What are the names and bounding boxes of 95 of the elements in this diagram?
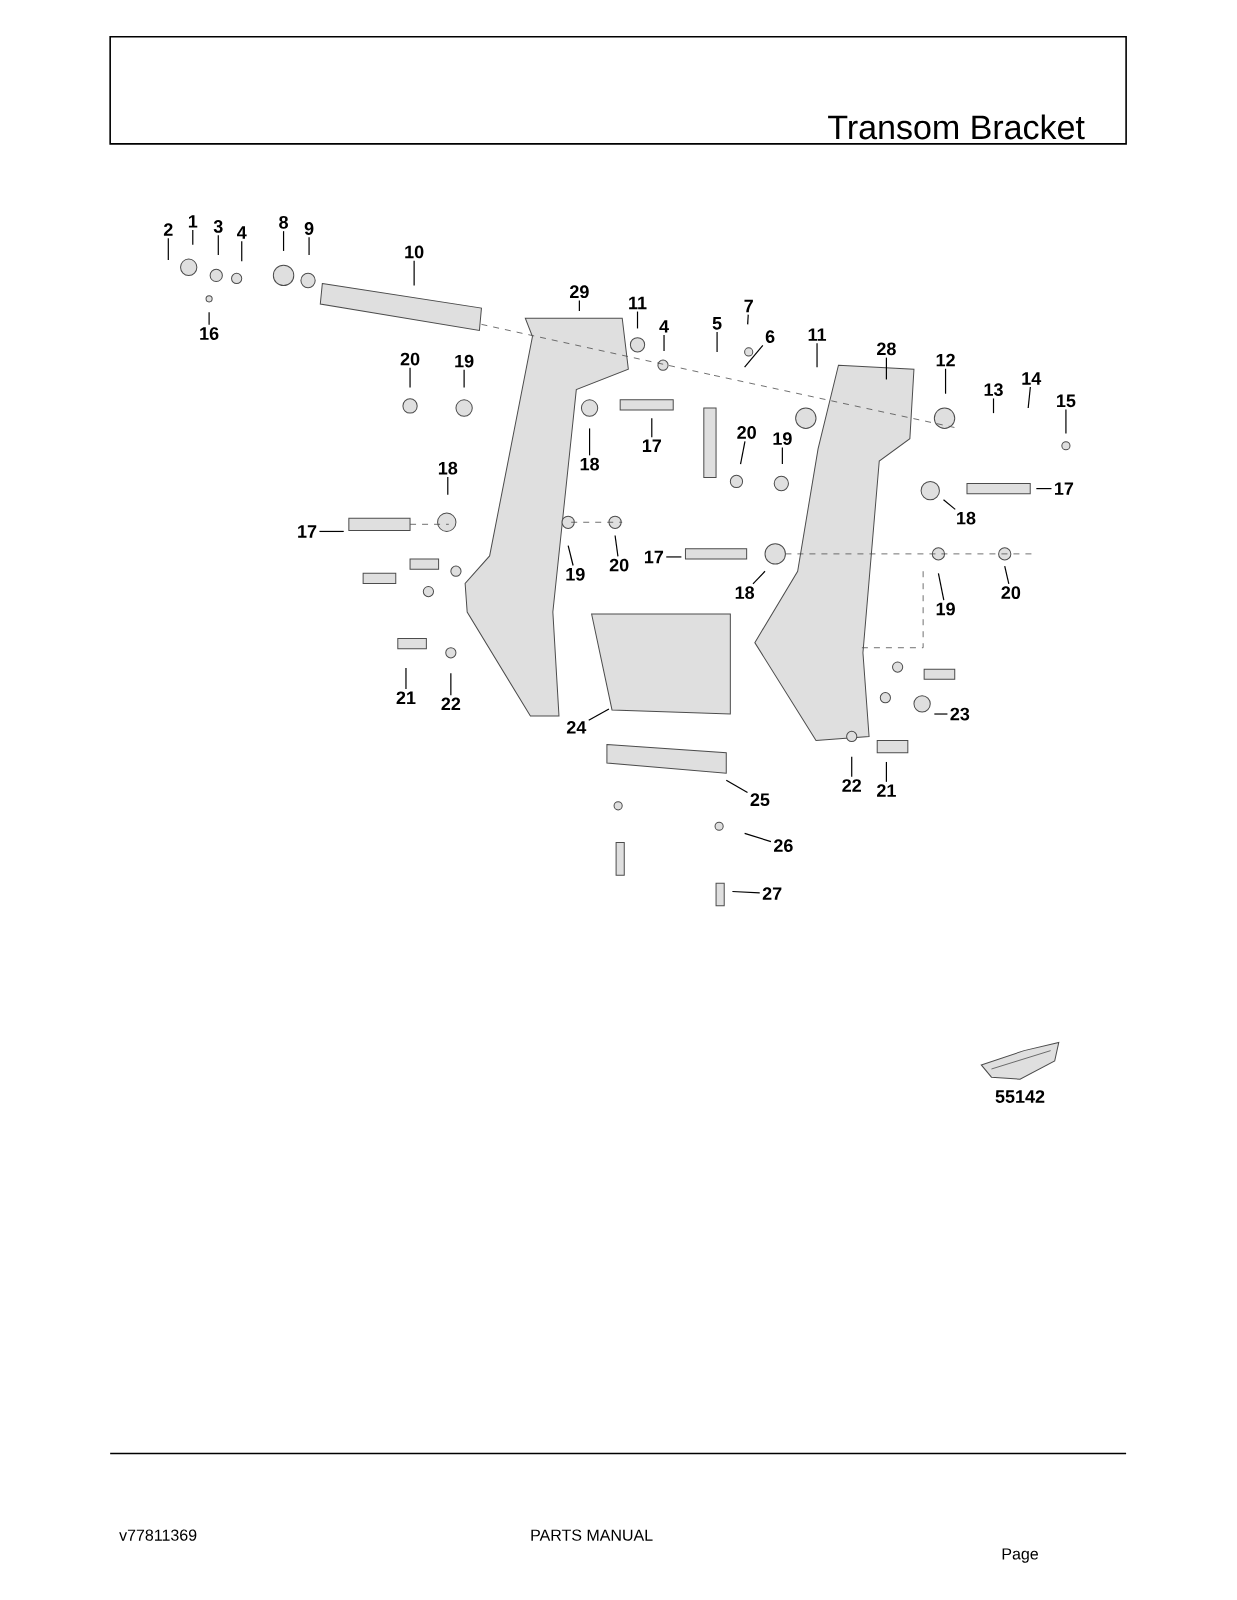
leader-line [992, 397, 995, 414]
callout-number: 20 [1001, 586, 1021, 599]
leader-line [447, 476, 449, 496]
leader-line [716, 331, 718, 353]
leader-line [589, 427, 591, 456]
callout-number: 22 [842, 779, 861, 792]
callout-number: 13 [984, 383, 1003, 397]
leader-line [1027, 386, 1031, 409]
callout-number: 7 [744, 299, 753, 313]
leader-line [208, 311, 210, 326]
leader-line [725, 779, 749, 794]
callout-number: 20 [737, 426, 756, 439]
leader-line [651, 417, 653, 438]
leader-line [933, 713, 949, 715]
leader-line [405, 667, 407, 690]
callout-number: 8 [279, 216, 289, 229]
callout-number: 19 [773, 432, 792, 445]
leader-line [781, 446, 783, 465]
callout-number: 17 [644, 550, 664, 564]
callout-number: 15 [1057, 394, 1076, 408]
callout-number: 17 [642, 439, 662, 452]
callout-number: 10 [405, 245, 424, 259]
leader-line [739, 440, 746, 465]
callout-number: 4 [237, 226, 247, 239]
callout-number: 19 [455, 354, 474, 368]
callout-number: 19 [566, 567, 585, 581]
callout-number: 24 [566, 721, 587, 734]
leader-line [851, 756, 853, 778]
leader-line [731, 890, 761, 894]
callout-number: 17 [1055, 482, 1074, 495]
leader-line [885, 357, 887, 381]
leader-line [885, 761, 887, 783]
document-code: v77811369 [119, 1529, 197, 1541]
callout-number: 18 [957, 511, 976, 525]
leader-line [241, 240, 243, 262]
leader-line [665, 556, 682, 558]
leader-line [1065, 408, 1067, 435]
leader-line [752, 570, 766, 585]
callout-number: 6 [765, 330, 775, 343]
callout-number: 1 [188, 215, 198, 228]
leader-line [578, 299, 580, 312]
callout-number: 25 [750, 793, 770, 807]
callout-number: 11 [808, 328, 827, 341]
leader-line [744, 832, 772, 843]
callout-number: 16 [200, 327, 219, 340]
leader-line [1004, 565, 1010, 585]
leader-line [937, 572, 945, 601]
leader-line [942, 499, 956, 510]
leader-line [636, 310, 639, 330]
callout-number: 21 [396, 691, 416, 704]
leader-line [816, 342, 818, 368]
callout-number: 23 [950, 707, 970, 721]
callout-number: 29 [570, 285, 589, 299]
leader-line [1035, 488, 1053, 490]
leader-line [282, 230, 285, 252]
page-label: Page [1002, 1548, 1038, 1563]
leader-line [308, 236, 310, 256]
leader-line [663, 334, 665, 352]
callout-number: 12 [936, 353, 955, 367]
callout-number: 21 [877, 784, 896, 797]
callout-number: 3 [213, 220, 223, 233]
callout-number: 27 [762, 887, 782, 900]
leader-line [614, 534, 619, 557]
callout-number: 17 [298, 525, 317, 538]
title-box: Transom Bracket [109, 35, 1127, 145]
callout-number: 26 [774, 839, 793, 852]
leader-line [318, 530, 345, 533]
callout-number: 20 [400, 352, 420, 366]
leader-line [463, 369, 465, 389]
leader-line [217, 234, 219, 256]
callout-number: 18 [580, 457, 600, 471]
callout-number: 11 [629, 296, 647, 310]
leader-line [747, 314, 749, 325]
leader-line [409, 367, 411, 389]
leader-line [945, 368, 947, 395]
leader-line [450, 672, 452, 696]
footer-title: PARTS MANUAL [531, 1529, 653, 1541]
callout-number: 28 [877, 342, 896, 356]
callout-number: 19 [936, 602, 955, 616]
leader-line [413, 260, 415, 287]
leader-line [744, 344, 764, 368]
callout-number: 4 [659, 320, 669, 333]
part-number: 55142 [995, 1090, 1045, 1103]
callout-number: 9 [304, 222, 314, 235]
leader-line [192, 229, 194, 246]
callout-number: 5 [712, 317, 722, 330]
leader-line [588, 708, 610, 721]
callout-number: 18 [438, 461, 458, 475]
callout-number: 14 [1022, 372, 1042, 385]
callout-number: 2 [163, 223, 173, 236]
callout-number: 18 [735, 586, 755, 599]
leader-line [567, 545, 574, 567]
callout-number: 20 [609, 558, 629, 572]
leader-line [167, 237, 169, 261]
callout-number: 22 [441, 697, 461, 711]
